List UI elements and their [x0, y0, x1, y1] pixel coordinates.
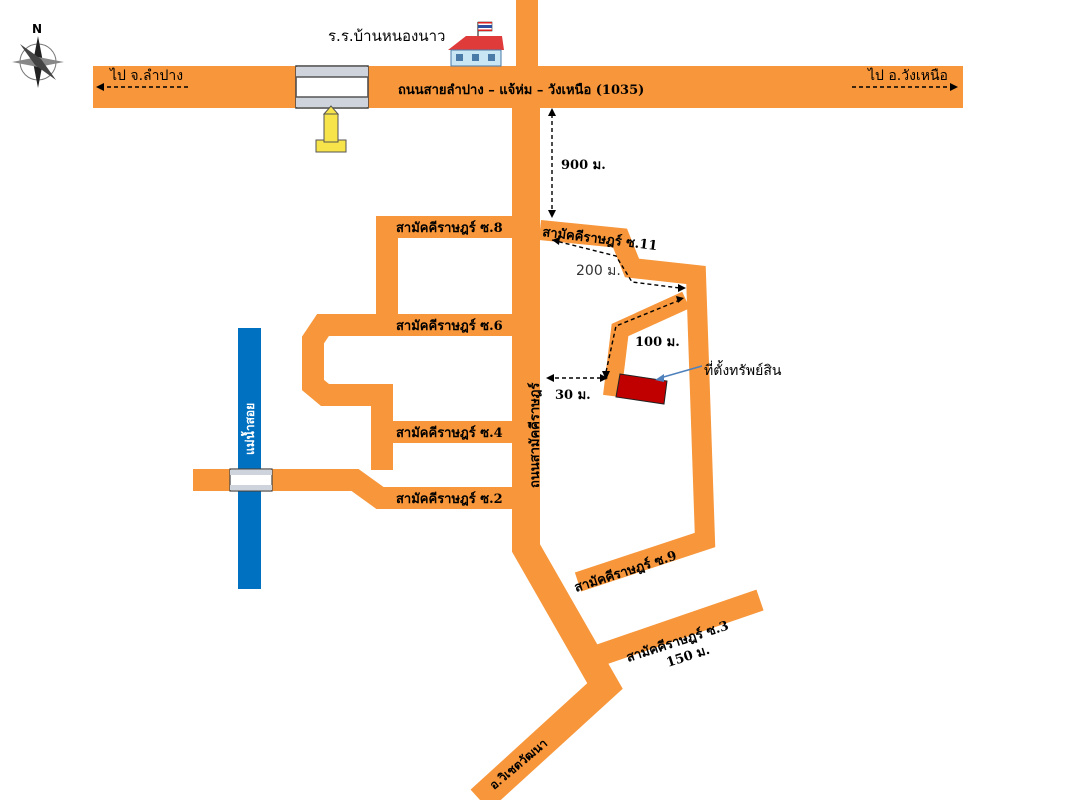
monument-icon: [315, 105, 347, 153]
soi8-label: สามัคคีราษฎร์ ซ.8: [396, 220, 503, 236]
river: [238, 328, 261, 589]
distance-markers: [96, 83, 958, 382]
soi8-road: [376, 216, 515, 323]
vertical-road-label: ถนนสามัคคีราษฎร์: [527, 383, 543, 488]
compass-label: N: [32, 22, 42, 36]
soi2-label: สามัคคีราษฎร์ ซ.2: [396, 491, 503, 507]
property-pointer: [659, 365, 703, 379]
soi3-road: [596, 589, 764, 666]
soi6-road: [302, 314, 515, 470]
soi6-label: สามัคคีราษฎร์ ซ.6: [396, 318, 503, 334]
main-road-label: ถนนสายลำปาง – แจ้ห่ม – วังเหนือ (1035): [398, 82, 644, 98]
road-network: [93, 0, 963, 800]
distance-100-label: 100 ม.: [635, 335, 680, 350]
river-bridge: [229, 468, 273, 492]
distance-30-label: 30 ม.: [555, 388, 591, 403]
school-label: ร.ร.บ้านหนองนาว: [328, 27, 445, 45]
distance-900-label: 900 ม.: [561, 158, 606, 173]
property-marker: [615, 373, 668, 405]
main-road-bridge: [295, 65, 369, 109]
soi2-road: [193, 469, 515, 509]
river-label: แม่น้ำสอย: [240, 403, 257, 455]
north-arrow-icon: N: [12, 22, 64, 88]
samakkee-road: [470, 100, 623, 800]
school-icon: [448, 21, 504, 67]
property-label: ที่ตั้งทรัพย์สิน: [704, 360, 782, 379]
left-direction-label: ไป จ.ลำปาง: [109, 67, 183, 84]
distance-200-label: 200 ม.: [576, 263, 621, 279]
soi4-label: สามัคคีราษฎร์ ซ.4: [396, 425, 503, 441]
bottom-road-label: อ.วิเชตวัฒนา: [487, 736, 550, 792]
right-direction-label: ไป อ.วังเหนือ: [867, 67, 948, 84]
soi11-9-road: [539, 220, 716, 592]
property-branch-road: [603, 291, 690, 398]
north-road-stub: [516, 0, 538, 66]
property-pointer-arrow-icon: [655, 374, 664, 382]
